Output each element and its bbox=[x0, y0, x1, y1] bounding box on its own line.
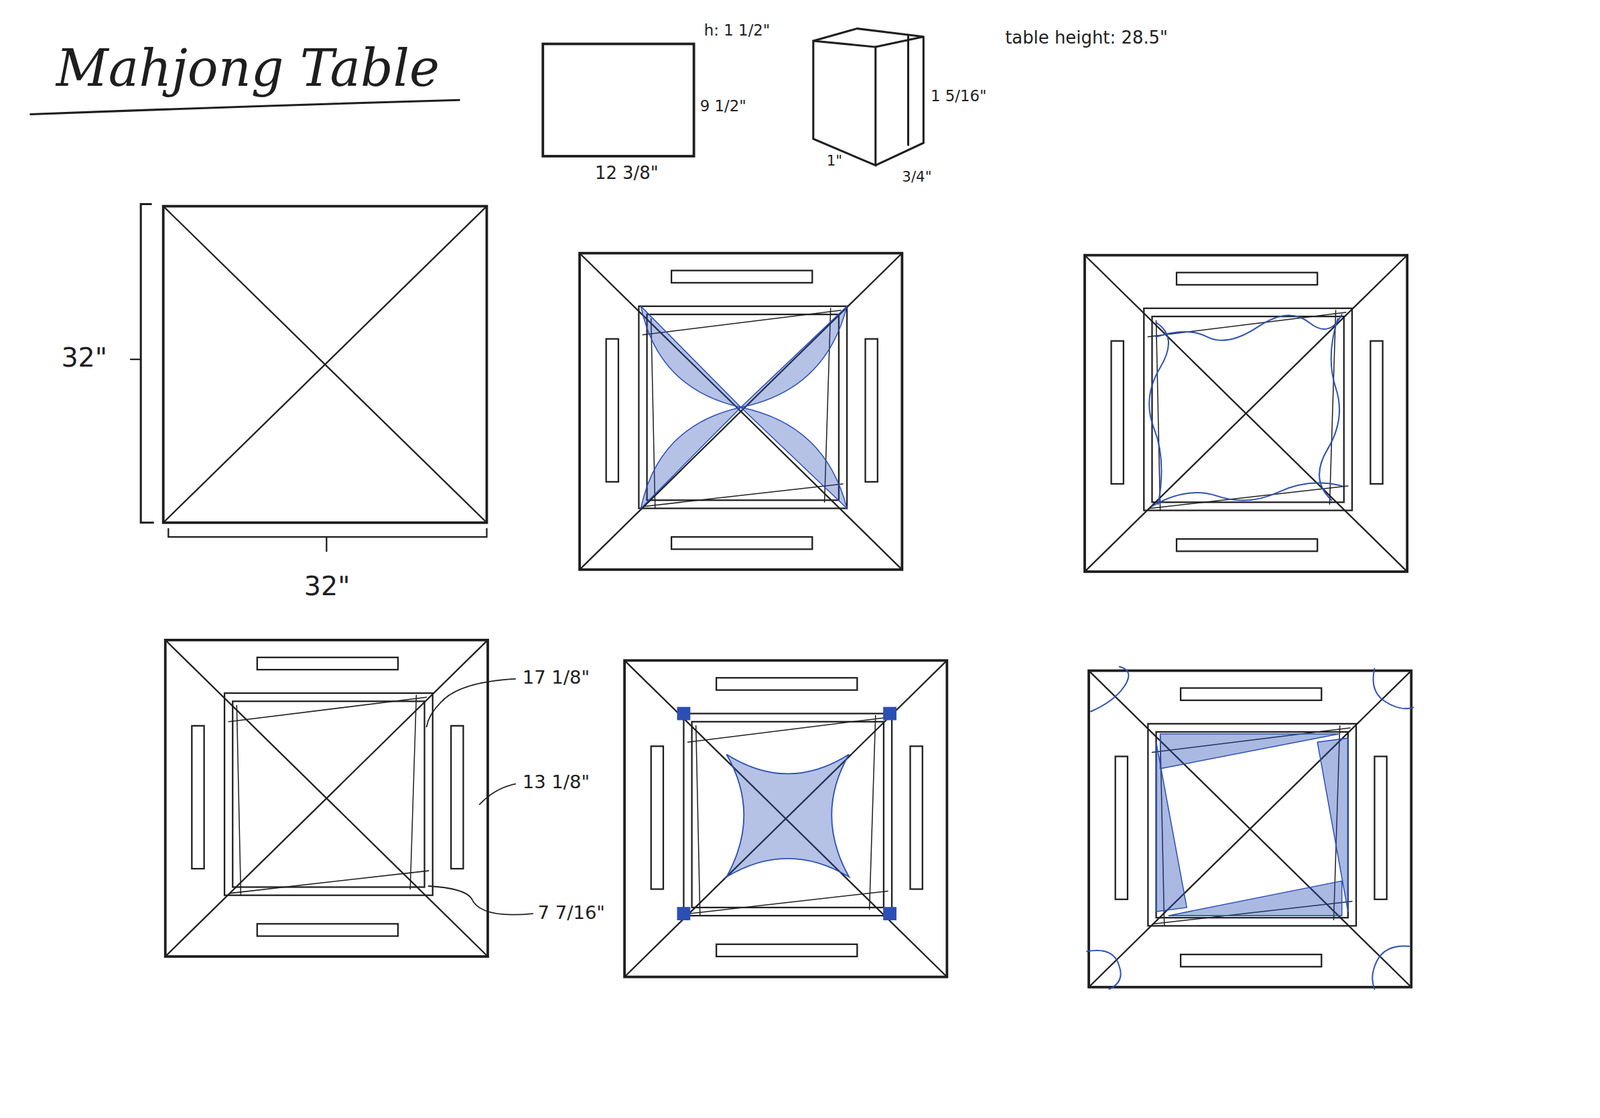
inner-frame bbox=[1156, 731, 1349, 918]
dimension-label: h: 1 1/2" bbox=[704, 22, 771, 40]
dimension-label: 17 1/8" bbox=[522, 667, 590, 688]
table-plan bbox=[165, 639, 488, 957]
tile-rack bbox=[257, 923, 398, 936]
tile-rack bbox=[1370, 341, 1383, 484]
dimension-label: 1 5/16" bbox=[930, 87, 987, 105]
table-outline bbox=[165, 639, 488, 957]
tile-rack bbox=[716, 677, 857, 690]
tile-rack bbox=[651, 745, 664, 889]
dimension-label: 13 1/8" bbox=[522, 771, 590, 792]
table-outline bbox=[1084, 255, 1408, 572]
dimension-label: table height: 28.5" bbox=[1005, 28, 1168, 48]
diagonal bbox=[624, 659, 947, 977]
tile-rack bbox=[606, 339, 619, 482]
inner-frame bbox=[224, 692, 433, 896]
blue-petal bbox=[741, 407, 847, 509]
tile-rack bbox=[1374, 756, 1387, 900]
table-plan bbox=[1084, 255, 1408, 572]
dimension-label: 9 1/2" bbox=[700, 97, 747, 115]
tile-rack bbox=[1180, 688, 1322, 701]
diagonal bbox=[165, 639, 488, 957]
tile-rack bbox=[865, 339, 878, 482]
inner-frame bbox=[683, 713, 892, 916]
tile-rack bbox=[1111, 341, 1124, 484]
table-plan bbox=[579, 253, 902, 570]
tile-rack bbox=[1115, 756, 1128, 900]
inner-frame bbox=[232, 700, 425, 887]
diagonal bbox=[1088, 670, 1412, 987]
blue-center bbox=[726, 753, 849, 877]
tile-rack bbox=[671, 536, 813, 549]
tile-rack bbox=[1176, 272, 1318, 285]
blue-corner bbox=[677, 706, 690, 719]
table-plan bbox=[1086, 666, 1414, 989]
inner-frame bbox=[1143, 308, 1353, 511]
sketch-title: Mahjong Table bbox=[56, 40, 440, 98]
blue-corner bbox=[883, 706, 896, 719]
blue-wave bbox=[1149, 314, 1343, 506]
table-outline bbox=[579, 253, 902, 570]
tile-rack bbox=[910, 745, 923, 889]
table-outline bbox=[1088, 670, 1412, 987]
tile-rack bbox=[1180, 954, 1322, 967]
dimension-label: 32" bbox=[60, 343, 108, 373]
inner-frame bbox=[692, 721, 884, 908]
pinwheel-line bbox=[228, 694, 429, 896]
dimension-label: 1" bbox=[826, 152, 843, 169]
pinwheel-line bbox=[688, 715, 889, 916]
table-outline bbox=[624, 659, 947, 977]
tile-rack bbox=[257, 657, 398, 670]
blue-corner bbox=[883, 907, 896, 920]
inner-frame bbox=[1151, 316, 1344, 502]
tile-rack bbox=[191, 725, 204, 869]
inner-frame bbox=[638, 306, 847, 509]
table-plan bbox=[624, 659, 947, 977]
dimension-label: 32" bbox=[304, 571, 351, 602]
pinwheel-line bbox=[1147, 310, 1349, 511]
blue-petal bbox=[640, 306, 741, 408]
blue-corner bbox=[677, 907, 690, 920]
dimension-label: 3/4" bbox=[901, 169, 932, 185]
diagonal bbox=[1084, 255, 1408, 572]
tile-rack bbox=[671, 270, 813, 283]
tile-rack bbox=[450, 725, 463, 869]
blue-petal bbox=[640, 407, 741, 509]
inner-frame bbox=[1147, 723, 1357, 926]
tile-rack bbox=[1176, 538, 1318, 551]
blue-wave bbox=[1086, 666, 1414, 989]
dimension-label: 12 3/8" bbox=[594, 163, 659, 183]
pinwheel-line bbox=[1151, 725, 1353, 926]
dimension-label: 7 7/16" bbox=[538, 901, 606, 922]
tile-rack bbox=[716, 944, 857, 957]
diagonal bbox=[579, 253, 902, 570]
blue-petal bbox=[741, 306, 847, 408]
blue-triangle bbox=[1156, 733, 1349, 916]
